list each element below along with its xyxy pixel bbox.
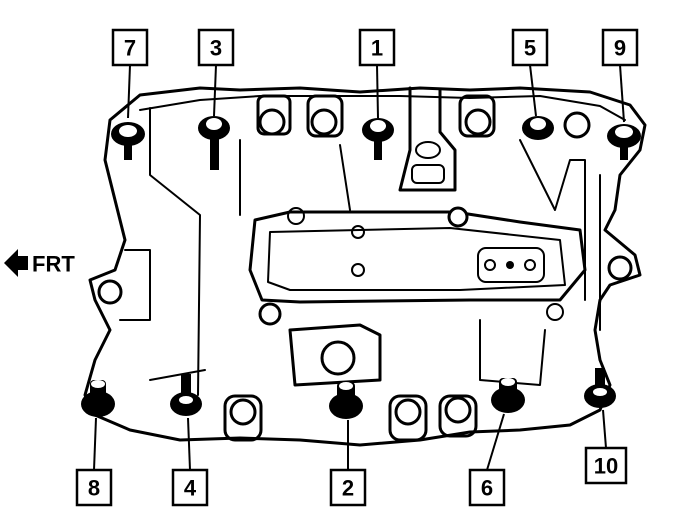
callout-7: 7 — [111, 28, 149, 67]
callout-2: 2 — [329, 468, 367, 507]
front-indicator: FRT — [4, 249, 75, 277]
callout-label-1: 1 — [371, 36, 383, 61]
bolt-6 — [491, 378, 525, 413]
bolt-4 — [170, 374, 202, 416]
callout-4: 4 — [171, 468, 209, 507]
callout-10: 10 — [584, 446, 628, 485]
callout-6: 6 — [468, 468, 506, 507]
manifold-drawing — [83, 86, 647, 447]
bolt-3 — [198, 116, 230, 170]
bolts — [81, 116, 641, 419]
bolt-2 — [329, 382, 363, 419]
bolt-1 — [362, 118, 394, 160]
callout-label-7: 7 — [124, 36, 136, 61]
leader-lines — [93, 64, 625, 471]
callout-label-5: 5 — [524, 36, 536, 61]
callout-1: 1 — [358, 28, 396, 67]
callout-3: 3 — [197, 28, 235, 67]
callout-label-6: 6 — [481, 476, 493, 501]
callout-label-4: 4 — [184, 476, 197, 501]
callout-label-10: 10 — [594, 454, 618, 479]
callout-label-8: 8 — [88, 476, 100, 501]
callout-label-9: 9 — [614, 36, 626, 61]
bolt-7 — [111, 122, 145, 160]
front-label: FRT — [32, 252, 75, 277]
callout-label-3: 3 — [210, 36, 222, 61]
callout-8: 8 — [75, 468, 113, 507]
callout-9: 9 — [601, 28, 639, 67]
bolt-8 — [81, 380, 115, 417]
bolt-9 — [607, 124, 641, 160]
callout-label-2: 2 — [342, 476, 354, 501]
front-arrow-icon — [4, 249, 28, 277]
bolt-5 — [522, 116, 554, 140]
callouts: 7 3 1 5 9 8 4 2 — [75, 28, 639, 507]
bolt-10 — [584, 368, 616, 408]
callout-5: 5 — [511, 28, 549, 67]
